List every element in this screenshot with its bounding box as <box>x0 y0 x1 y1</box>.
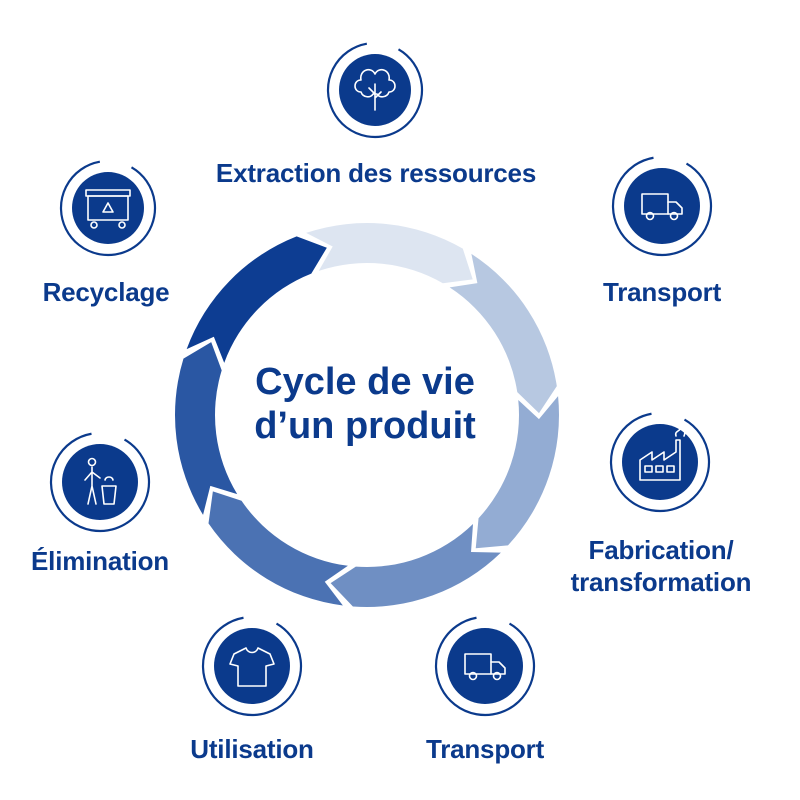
tree-icon <box>354 68 396 111</box>
cycle-arrow-2 <box>449 253 557 414</box>
icon-disc <box>72 172 144 244</box>
stage-label-line: Élimination <box>31 546 169 576</box>
icon-ring <box>611 156 713 257</box>
stage-label-line: Fabrication/ <box>588 535 734 565</box>
center-title: Cycle de vie d’un produit <box>200 360 530 448</box>
recycle-bin-icon <box>85 189 131 229</box>
icon-ring <box>326 42 424 139</box>
stage-label-transport-2: Transport <box>426 733 544 765</box>
stage-label-line: Transport <box>425 734 545 764</box>
cycle-arrow-1 <box>306 223 473 284</box>
icon-disc <box>214 628 290 704</box>
truck-icon <box>464 653 506 681</box>
icon-ring <box>434 616 536 717</box>
trash-person-icon <box>84 457 117 505</box>
center-title-line-1: Cycle de vie <box>255 361 475 403</box>
center-title-line-2: d’un produit <box>254 405 476 447</box>
stage-icon-utilisation <box>201 616 303 717</box>
icon-ring <box>609 412 711 513</box>
icon-disc <box>624 168 700 244</box>
cycle-arrows <box>174 223 559 607</box>
stage-icon-recyclage <box>59 160 157 257</box>
cycle-arrow-7 <box>186 236 327 363</box>
icon-ring <box>59 160 157 257</box>
stage-label-line: Transport <box>602 277 722 307</box>
stage-label-fabrication: Fabrication/transformation <box>571 534 752 598</box>
stage-icon-transport-1 <box>611 156 713 257</box>
icon-ring <box>49 432 151 533</box>
stage-label-recyclage: Recyclage <box>43 276 170 308</box>
stage-label-elimination: Élimination <box>31 545 169 577</box>
stage-label-line: Recyclage <box>42 277 170 307</box>
icon-disc <box>447 628 523 704</box>
icon-disc <box>62 444 138 520</box>
stage-icon-fabrication <box>609 412 711 513</box>
stage-label-line: Utilisation <box>190 734 314 764</box>
icon-disc <box>622 424 698 500</box>
icon-ring <box>201 616 303 717</box>
stage-icon-elimination <box>49 432 151 533</box>
stage-icon-transport-2 <box>434 616 536 717</box>
truck-icon <box>641 193 683 221</box>
factory-icon <box>639 425 686 481</box>
stage-icons <box>49 42 713 717</box>
stage-label-line: Extraction des ressources <box>215 158 537 188</box>
cycle-arrow-5 <box>208 491 348 606</box>
stage-label-transport-1: Transport <box>603 276 721 308</box>
cycle-arrow-4 <box>330 523 501 607</box>
cycle-arrow-6 <box>174 342 238 515</box>
stage-icon-extraction <box>326 42 424 139</box>
cycle-arrow-3 <box>475 396 559 549</box>
tshirt-icon <box>229 647 275 687</box>
stage-label-utilisation: Utilisation <box>190 733 314 765</box>
stage-label-line: transformation <box>570 567 752 597</box>
stage-label-extraction: Extraction des ressources <box>216 157 536 189</box>
